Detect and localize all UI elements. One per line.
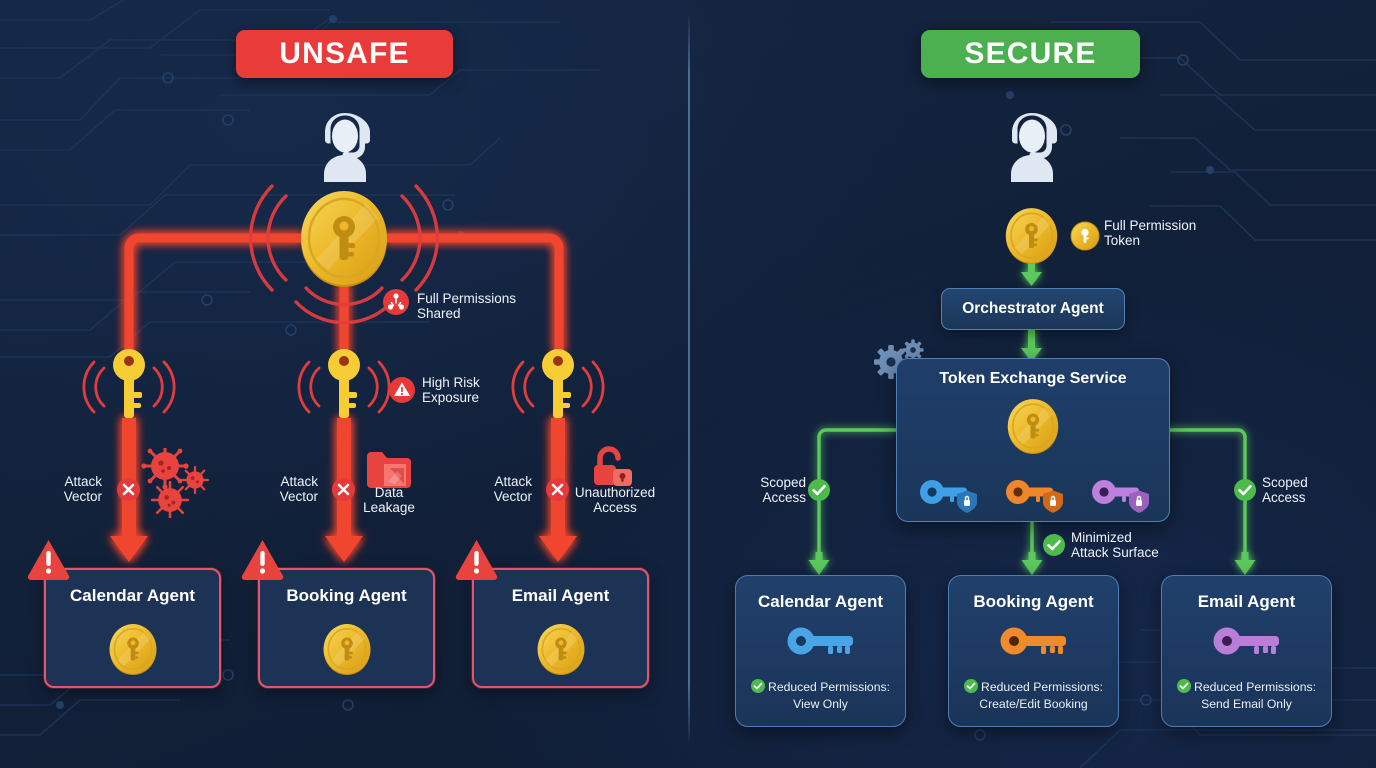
gold-key-coin-icon-email: [537, 624, 584, 675]
full-permission-token-label: Full Permission Token: [1104, 218, 1234, 248]
token-label-line-2: Token: [1104, 233, 1141, 248]
warning-triangle-icon: [389, 377, 415, 403]
attack-vector-line-2: Vector: [63, 489, 102, 504]
card-title: Booking Agent: [286, 586, 407, 605]
gold-key-coin-icon-unsafe-central: [301, 191, 387, 287]
orchestrator-agent-label: Orchestrator Agent: [962, 300, 1104, 317]
attack-vector-label-booking: Attack Vector: [266, 474, 318, 504]
card-permissions: Reduced Permissions: View Only: [744, 679, 897, 712]
x-circle-icon-email: [546, 478, 569, 501]
gold-key-coin-icon-calendar: [109, 624, 156, 675]
orchestrator-agent-box[interactable]: Orchestrator Agent: [941, 288, 1125, 330]
high-risk-exposure-label: High Risk Exposure: [422, 375, 562, 405]
attack-vector-line-1: Attack: [494, 474, 532, 489]
unsafe-agent-card-email[interactable]: Email Agent: [472, 568, 649, 688]
purple-key-lock-icon: [1092, 480, 1149, 513]
folder-leak-icon: [367, 452, 411, 488]
secure-agent-card-booking[interactable]: Booking Agent Reduced Permissions: Creat…: [948, 575, 1119, 727]
orange-key-icon: [1000, 627, 1066, 655]
yellow-key-signal-icon-booking: [328, 349, 360, 418]
small-gold-token-icon: [1070, 221, 1100, 251]
orange-key-lock-icon: [1006, 480, 1063, 513]
threat-line-2: Access: [593, 500, 637, 515]
blue-key-icon: [787, 627, 853, 655]
scoped-access-line-1: Scoped: [760, 475, 806, 490]
headset-operator-icon-secure: [1011, 113, 1057, 182]
unauthorized-access-label: Unauthorized Access: [566, 485, 664, 515]
check-circle-icon-perm: [964, 679, 979, 697]
attack-vector-line-2: Vector: [279, 489, 318, 504]
attack-vector-line-1: Attack: [64, 474, 102, 489]
permission-line-2: Send Email Only: [1201, 697, 1292, 711]
annotation-line-1: High Risk: [422, 375, 480, 390]
card-permissions: Reduced Permissions: Send Email Only: [1170, 679, 1323, 712]
check-circle-icon-perm: [751, 679, 766, 697]
check-circle-icon-minimized: [1043, 534, 1065, 556]
permission-line-1: Reduced Permissions:: [981, 680, 1103, 694]
scoped-access-line-2: Access: [762, 490, 806, 505]
attack-vector-line-1: Attack: [280, 474, 318, 489]
threat-line-1: Unauthorized: [574, 485, 656, 500]
scoped-access-label-left: Scoped Access: [744, 475, 806, 505]
threat-line-2: Leakage: [363, 500, 415, 515]
check-circle-icon-perm: [1177, 679, 1192, 697]
unsafe-badge: UNSAFE: [236, 30, 453, 78]
attack-vector-label-email: Attack Vector: [480, 474, 532, 504]
alert-triangle-icon-booking: [241, 540, 284, 580]
attack-vector-line-2: Vector: [493, 489, 532, 504]
yellow-key-signal-icon-calendar: [113, 349, 145, 418]
secure-badge: SECURE: [921, 30, 1140, 78]
check-circle-icon-scoped-left: [808, 479, 830, 501]
virus-icon: [141, 448, 210, 518]
token-exchange-service-title: Token Exchange Service: [939, 370, 1127, 387]
threat-line-1: Data: [374, 485, 404, 500]
annotation-line-2: Exposure: [422, 390, 480, 405]
permission-line-2: Create/Edit Booking: [979, 697, 1088, 711]
card-permissions: Reduced Permissions: Create/Edit Booking: [957, 679, 1110, 712]
attack-vector-label-calendar: Attack Vector: [50, 474, 102, 504]
minimized-attack-surface-label: Minimized Attack Surface: [1071, 530, 1211, 560]
x-circle-icon-calendar: [117, 478, 140, 501]
annotation-line-2: Shared: [417, 306, 461, 321]
purple-key-icon: [1213, 627, 1279, 655]
gold-key-coin-icon-secure-token: [1005, 208, 1058, 264]
scoped-access-label-right: Scoped Access: [1262, 475, 1342, 505]
data-leakage-label: Data Leakage: [356, 485, 422, 515]
open-padlock-icon: [594, 446, 632, 486]
gold-key-coin-icon-tes-master: [1007, 399, 1059, 454]
card-title: Email Agent: [511, 586, 610, 605]
headset-operator-icon-unsafe: [324, 113, 370, 182]
blue-key-lock-icon: [920, 480, 977, 513]
gold-key-coin-icon-booking: [323, 624, 370, 675]
permission-line-1: Reduced Permissions:: [768, 680, 890, 694]
share-nodes-icon: [383, 289, 409, 315]
alert-triangle-icon-email: [455, 540, 498, 580]
unsafe-agent-card-calendar[interactable]: Calendar Agent: [44, 568, 221, 688]
alert-triangle-icon-calendar: [27, 540, 70, 580]
token-exchange-service-panel[interactable]: Token Exchange Service: [896, 358, 1170, 522]
x-circle-icon-booking: [332, 478, 355, 501]
annotation-line-1: Full Permissions: [417, 291, 517, 306]
secure-agent-card-calendar[interactable]: Calendar Agent Reduced Permissions: View…: [735, 575, 906, 727]
card-title: Calendar Agent: [69, 586, 195, 605]
yellow-key-signal-icon-email: [542, 349, 574, 418]
permission-line-2: View Only: [793, 697, 848, 711]
card-title: Calendar Agent: [757, 592, 883, 611]
permission-line-1: Reduced Permissions:: [1194, 680, 1316, 694]
token-label-line-1: Full Permission: [1104, 218, 1197, 233]
section-divider: [688, 16, 690, 742]
card-title: Email Agent: [1197, 592, 1296, 611]
check-circle-icon-scoped-right: [1234, 479, 1256, 501]
scoped-access-line-1: Scoped: [1262, 475, 1308, 490]
scoped-access-line-2: Access: [1262, 490, 1306, 505]
secure-agent-card-email[interactable]: Email Agent Reduced Permissions: Send Em…: [1161, 575, 1332, 727]
card-title: Booking Agent: [973, 592, 1094, 611]
minimized-line-1: Minimized: [1071, 530, 1132, 545]
full-permissions-shared-label: Full Permissions Shared: [417, 291, 577, 321]
unsafe-agent-card-booking[interactable]: Booking Agent: [258, 568, 435, 688]
minimized-line-2: Attack Surface: [1071, 545, 1159, 560]
